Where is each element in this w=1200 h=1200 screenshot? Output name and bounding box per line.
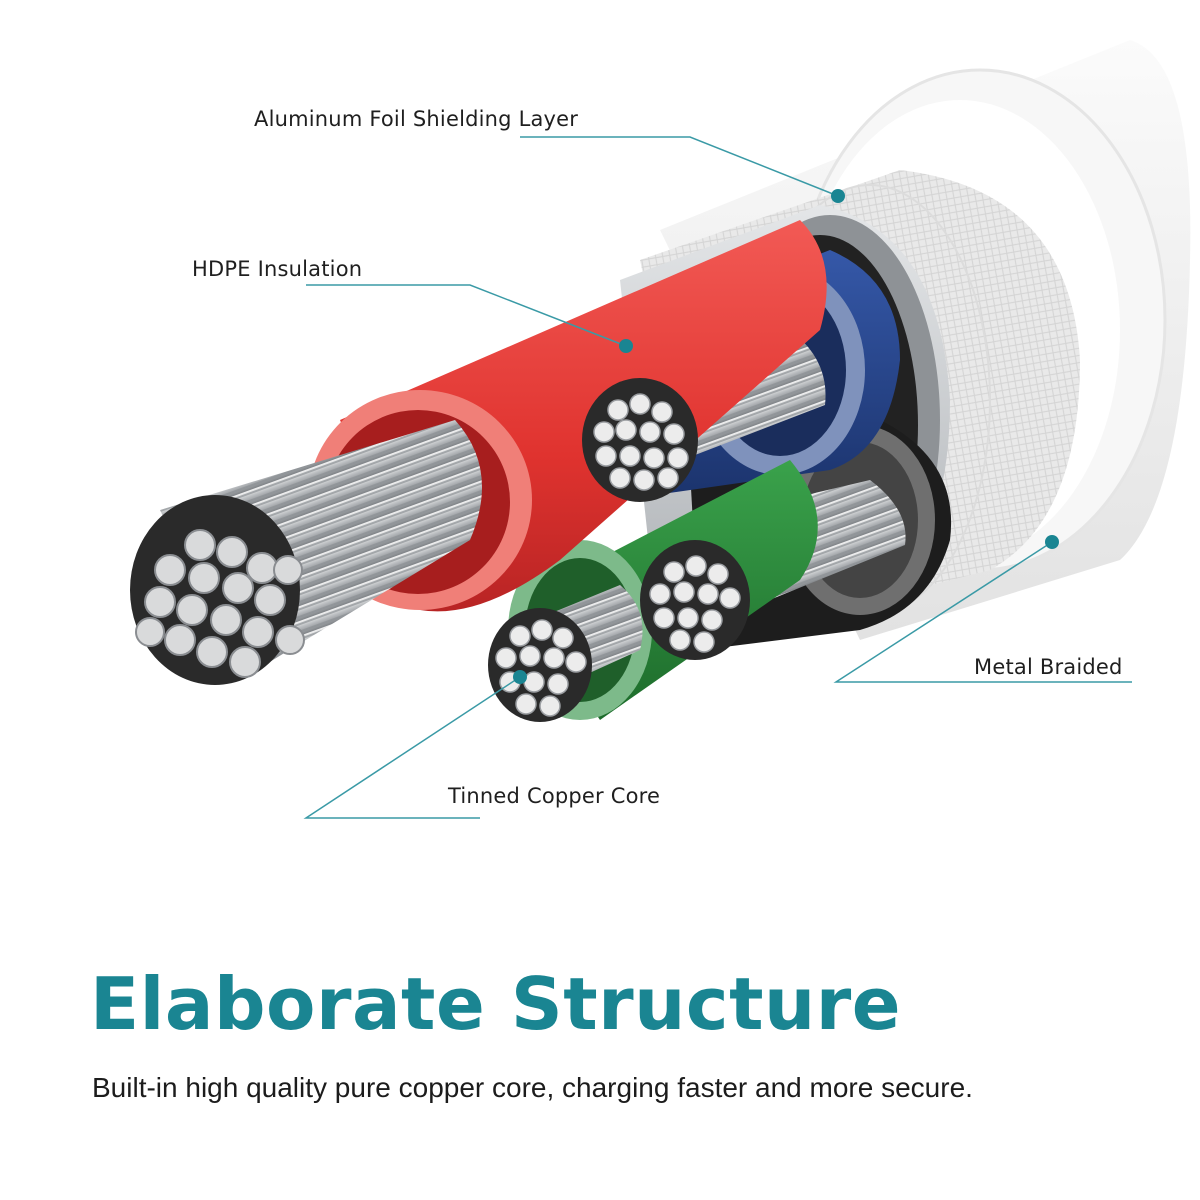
dot-hdpe [619,339,633,353]
headline: Elaborate Structure [90,962,902,1046]
dot-braid [1045,535,1059,549]
callout-dots [513,189,1059,684]
leader-lines [303,136,1132,819]
callout-tinned-copper-core: Tinned Copper Core [448,784,661,808]
dot-foil [831,189,845,203]
leader-hdpe [306,284,627,347]
subtitle: Built-in high quality pure copper core, … [92,1072,973,1103]
green-wire-strands [488,608,592,722]
callout-aluminum-foil: Aluminum Foil Shielding Layer [254,107,579,131]
leader-foil [520,136,839,197]
callout-hdpe-insulation: HDPE Insulation [192,257,363,281]
black-wire-strands [640,540,750,660]
leader-braid [833,541,1132,683]
red-wire-strands [130,420,482,685]
dot-core [513,670,527,684]
callout-metal-braided: Metal Braided [974,655,1123,679]
leader-core [303,676,521,819]
blue-wire-strands [582,378,698,502]
